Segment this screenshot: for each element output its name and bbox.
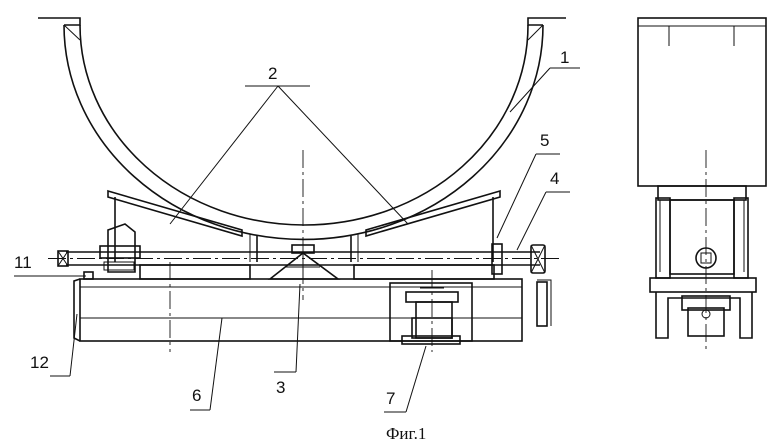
part-labels: 1 2 3 4 5 6 7 11 12 [14,48,569,408]
central-wedge [267,244,341,280]
label-12: 12 [30,353,49,372]
right-rail [353,264,495,280]
label-5: 5 [540,131,549,150]
handwheel [530,244,552,327]
figure-caption: Фиг.1 [386,424,426,443]
cradle-supports [107,189,501,262]
label-7: 7 [386,389,395,408]
vessel-shell [38,17,566,241]
label-3: 3 [276,378,285,397]
slider-nut [491,243,503,275]
label-11: 11 [14,253,32,272]
label-6: 6 [192,386,201,405]
side-view [637,17,767,352]
drive-unit [389,270,473,352]
label-2: 2 [268,64,277,83]
label-4: 4 [550,169,559,188]
front-view [38,17,566,352]
leader-lines [14,67,580,413]
label-1: 1 [560,48,569,67]
left-rail [139,264,251,280]
